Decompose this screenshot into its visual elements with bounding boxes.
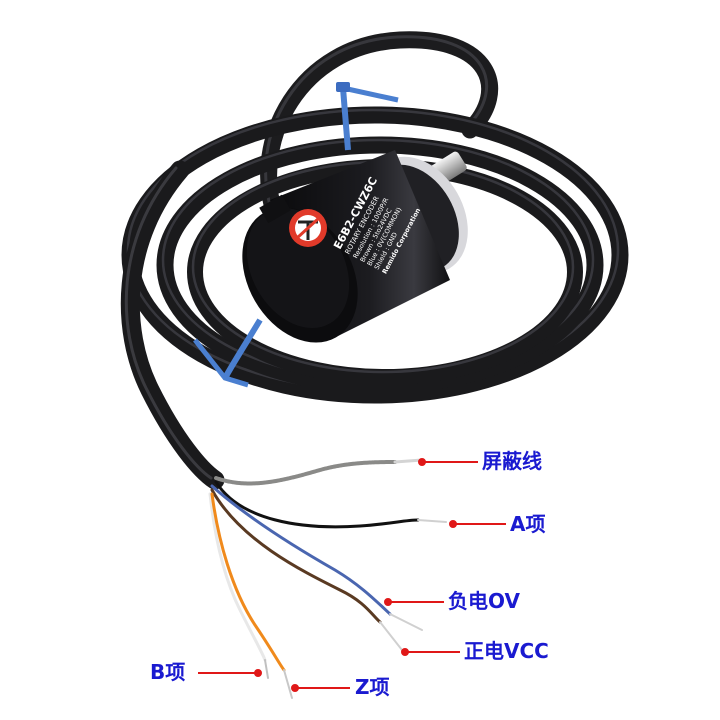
- encoder-label: E6B2-CWZ6C ROTARY ENCODER Resolution : 1…: [331, 175, 422, 275]
- label-shield: 屏蔽线: [482, 449, 542, 473]
- label-phase-a: A项: [510, 512, 546, 536]
- cable-tie-top: [336, 82, 399, 151]
- label-phase-z: Z项: [355, 675, 390, 699]
- rotary-encoder: E6B2-CWZ6C ROTARY ENCODER Resolution : 1…: [242, 150, 468, 343]
- wire-bundle: [208, 458, 447, 699]
- label-positive-vcc: 正电VCC: [464, 639, 549, 663]
- annotation-pointers: [198, 458, 506, 692]
- label-negative-0v: 负电OV: [448, 589, 520, 613]
- cable-tie-bottom: [193, 318, 263, 388]
- label-phase-b: B项: [150, 660, 186, 684]
- cable-coil: [120, 31, 629, 490]
- warning-sticker: [289, 209, 327, 247]
